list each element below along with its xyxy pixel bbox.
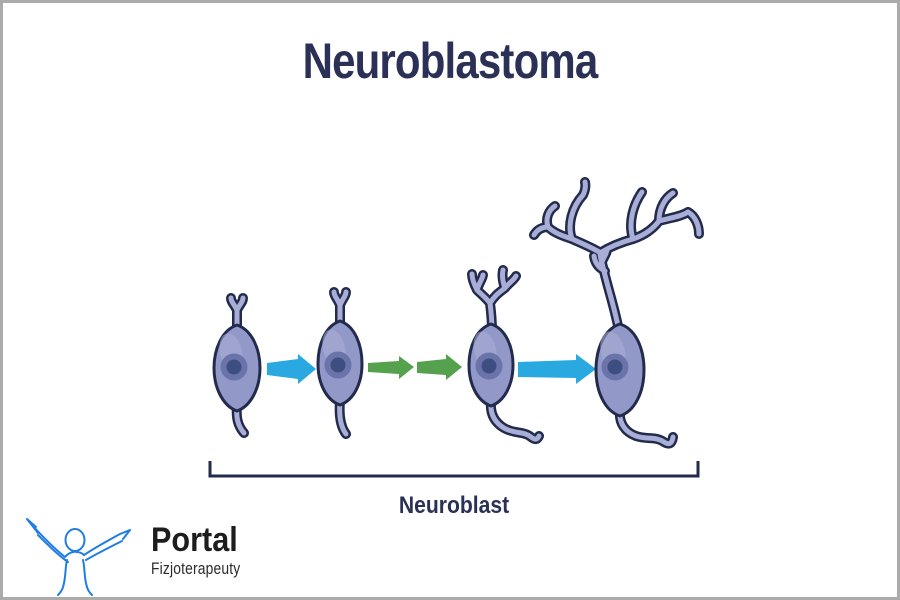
progression-arrow-3-icon [417,354,462,380]
logo-brand-text: Portal [151,521,238,559]
neuroblast-progression-diagram [208,3,900,478]
portal-fizjoterapeuty-logo: Portal Fizjoterapeuty [3,506,273,597]
person-raised-arms-icon [26,518,131,596]
progression-arrow-2-icon [368,356,414,379]
logo-text-block: Portal Fizjoterapeuty [151,523,257,578]
neuroblast-cell-stage-1-icon [212,298,262,433]
neuroblast-cell-stage-4-icon [534,182,699,444]
neuroblast-bracket [208,461,700,478]
neuroblast-cell-stage-2-icon [316,292,364,434]
logo-subtitle-text: Fizjoterapeuty [151,560,241,578]
progression-arrow-4-icon [518,354,596,384]
page-title: Neuroblastoma [302,33,599,89]
bracket-label: Neuroblast [398,492,510,519]
neuroblast-cell-stage-3-icon [469,270,539,439]
progression-arrow-1-icon [267,354,316,384]
